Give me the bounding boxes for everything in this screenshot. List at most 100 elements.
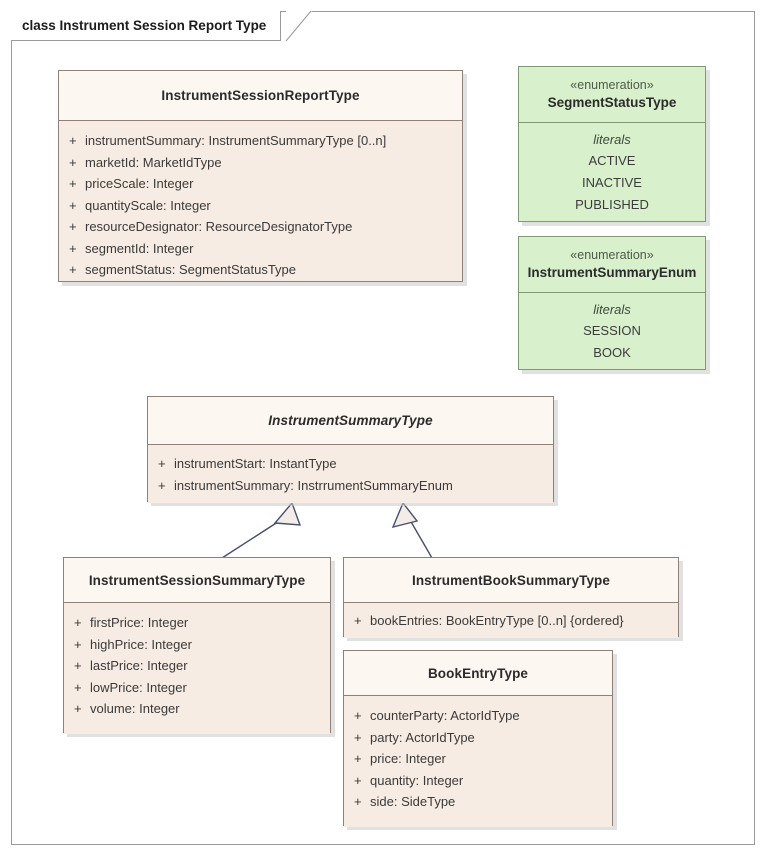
attribute-row[interactable]: + quantityScale: Integer <box>59 195 462 217</box>
class-header: InstrumentSessionReportType <box>59 71 462 121</box>
attribute-row[interactable]: + bookEntries: BookEntryType [0..n] {ord… <box>344 610 678 632</box>
class-book-entry-type[interactable]: BookEntryType + counterParty: ActorIdTyp… <box>343 650 617 830</box>
enumeration-instrument-summary-enum[interactable]: «enumeration» InstrumentSummaryEnum lite… <box>518 236 710 374</box>
visibility-marker: + <box>69 197 77 213</box>
class-title: InstrumentSummaryType <box>268 413 433 428</box>
class-header: BookEntryType <box>344 651 612 696</box>
attribute-signature: segmentStatus: SegmentStatusType <box>85 262 297 277</box>
enum-header: «enumeration» InstrumentSummaryEnum <box>519 237 705 293</box>
visibility-marker: + <box>354 794 362 809</box>
enum-title: SegmentStatusType <box>547 95 677 110</box>
class-header: InstrumentSummaryType <box>148 397 553 445</box>
attribute-row[interactable]: + resourceDesignator: ResourceDesignator… <box>59 216 462 238</box>
enum-box-body: «enumeration» InstrumentSummaryEnum lite… <box>518 236 706 370</box>
attribute-row[interactable]: + segmentStatus: SegmentStatusType <box>59 259 462 281</box>
attribute-signature: party: ActorIdType <box>370 729 475 745</box>
enum-literal[interactable]: ACTIVE <box>588 153 636 168</box>
attribute-signature: quantityScale: Integer <box>85 197 211 213</box>
visibility-marker: + <box>69 219 77 234</box>
literals-label: literals <box>593 302 631 317</box>
attribute-row[interactable]: + highPrice: Integer <box>64 634 330 656</box>
diagram-frame-label: class Instrument Session Report Type <box>22 17 267 33</box>
attribute-row[interactable]: + price: Integer <box>344 748 612 770</box>
attribute-signature: segmentId: Integer <box>85 240 194 256</box>
attribute-row[interactable]: + marketId: MarketIdType <box>59 152 462 174</box>
attribute-row[interactable]: + volume: Integer <box>64 698 330 720</box>
visibility-marker: + <box>354 613 362 628</box>
attribute-signature: priceScale: Integer <box>85 176 194 191</box>
visibility-marker: + <box>74 701 82 716</box>
class-instrument-session-summary-type[interactable]: InstrumentSessionSummaryType + firstPric… <box>63 557 335 737</box>
attribute-row[interactable]: + instrumentSummary: InstrumentSummaryTy… <box>59 130 462 152</box>
attribute-row[interactable]: + firstPrice: Integer <box>64 612 330 634</box>
visibility-marker: + <box>69 262 77 277</box>
class-title: BookEntryType <box>427 665 529 681</box>
enum-box-body: «enumeration» SegmentStatusType literals… <box>518 66 706 222</box>
enum-literal[interactable]: INACTIVE <box>582 175 642 190</box>
attribute-signature: highPrice: Integer <box>90 636 192 652</box>
class-box-body: InstrumentSummaryType + instrumentStart:… <box>147 396 554 503</box>
literals-label: literals <box>593 132 631 147</box>
attribute-signature: firstPrice: Integer <box>90 615 189 630</box>
attribute-compartment: + bookEntries: BookEntryType [0..n] {ord… <box>344 603 678 638</box>
attribute-row[interactable]: + segmentId: Integer <box>59 238 462 260</box>
attribute-signature: price: Integer <box>370 751 446 766</box>
attribute-compartment: + instrumentSummary: InstrumentSummaryTy… <box>59 121 462 281</box>
class-box-body: BookEntryType + counterParty: ActorIdTyp… <box>343 650 613 827</box>
class-header: InstrumentSessionSummaryType <box>64 558 330 603</box>
attribute-signature: instrumentSummary: InstrumentSummaryType… <box>85 133 387 148</box>
visibility-marker: + <box>69 154 77 170</box>
attribute-signature: instrumentStart: InstantType <box>174 456 337 471</box>
class-header: InstrumentBookSummaryType <box>344 558 678 603</box>
attribute-signature: marketId: MarketIdType <box>85 154 222 170</box>
visibility-marker: + <box>69 240 77 256</box>
attribute-row[interactable]: + instrumentStart: InstantType <box>148 453 553 475</box>
attribute-signature: side: SideType <box>370 794 456 809</box>
enum-stereotype: «enumeration» <box>570 248 654 262</box>
attribute-compartment: + instrumentStart: InstantType + instrum… <box>148 445 553 503</box>
enum-literal[interactable]: BOOK <box>593 345 631 360</box>
attribute-row[interactable]: + instrumentSummary: InstrrumentSummaryE… <box>148 475 553 497</box>
class-instrument-summary-type[interactable]: InstrumentSummaryType + instrumentStart:… <box>147 396 558 506</box>
visibility-marker: + <box>354 751 362 766</box>
attribute-row[interactable]: + priceScale: Integer <box>59 173 462 195</box>
enum-literal[interactable]: SESSION <box>583 323 641 338</box>
visibility-marker: + <box>74 658 82 673</box>
class-box-body: InstrumentSessionReportType + instrument… <box>58 70 463 282</box>
visibility-marker: + <box>354 708 362 723</box>
enum-header: «enumeration» SegmentStatusType <box>519 67 705 123</box>
visibility-marker: + <box>69 176 77 191</box>
attribute-row[interactable]: + lastPrice: Integer <box>64 655 330 677</box>
visibility-marker: + <box>158 456 166 471</box>
attribute-signature: bookEntries: BookEntryType [0..n] {order… <box>370 613 624 628</box>
attribute-signature: lastPrice: Integer <box>90 658 188 673</box>
diagram-frame <box>11 11 755 845</box>
class-box-body: InstrumentSessionSummaryType + firstPric… <box>63 557 331 734</box>
attribute-row[interactable]: + party: ActorIdType <box>344 727 612 749</box>
attribute-compartment: + firstPrice: Integer + highPrice: Integ… <box>64 603 330 734</box>
enumeration-segment-status-type[interactable]: «enumeration» SegmentStatusType literals… <box>518 66 710 226</box>
attribute-row[interactable]: + lowPrice: Integer <box>64 677 330 699</box>
attribute-row[interactable]: + counterParty: ActorIdType <box>344 705 612 727</box>
enum-literal[interactable]: PUBLISHED <box>575 197 649 212</box>
visibility-marker: + <box>74 615 82 630</box>
attribute-row[interactable]: + quantity: Integer <box>344 770 612 792</box>
class-title: InstrumentSessionSummaryType <box>88 572 306 588</box>
visibility-marker: + <box>354 772 362 788</box>
attribute-signature: volume: Integer <box>90 701 180 716</box>
attribute-signature: instrumentSummary: InstrrumentSummaryEnu… <box>174 477 453 493</box>
attribute-signature: quantity: Integer <box>370 772 464 788</box>
class-instrument-book-summary-type[interactable]: InstrumentBookSummaryType + bookEntries:… <box>343 557 683 641</box>
enum-stereotype: «enumeration» <box>570 78 654 92</box>
attribute-row[interactable]: + side: SideType <box>344 791 612 813</box>
literals-compartment: literals ACTIVE INACTIVE PUBLISHED <box>519 123 705 221</box>
literals-compartment: literals SESSION BOOK <box>519 293 705 369</box>
enum-title: InstrumentSummaryEnum <box>527 265 697 280</box>
attribute-signature: lowPrice: Integer <box>90 679 187 695</box>
visibility-marker: + <box>69 133 77 148</box>
diagram-frame-tab: class Instrument Session Report Type <box>11 11 282 41</box>
class-instrument-session-report-type[interactable]: InstrumentSessionReportType + instrument… <box>58 70 467 286</box>
attribute-signature: counterParty: ActorIdType <box>370 708 520 723</box>
class-title: InstrumentBookSummaryType <box>411 572 611 588</box>
